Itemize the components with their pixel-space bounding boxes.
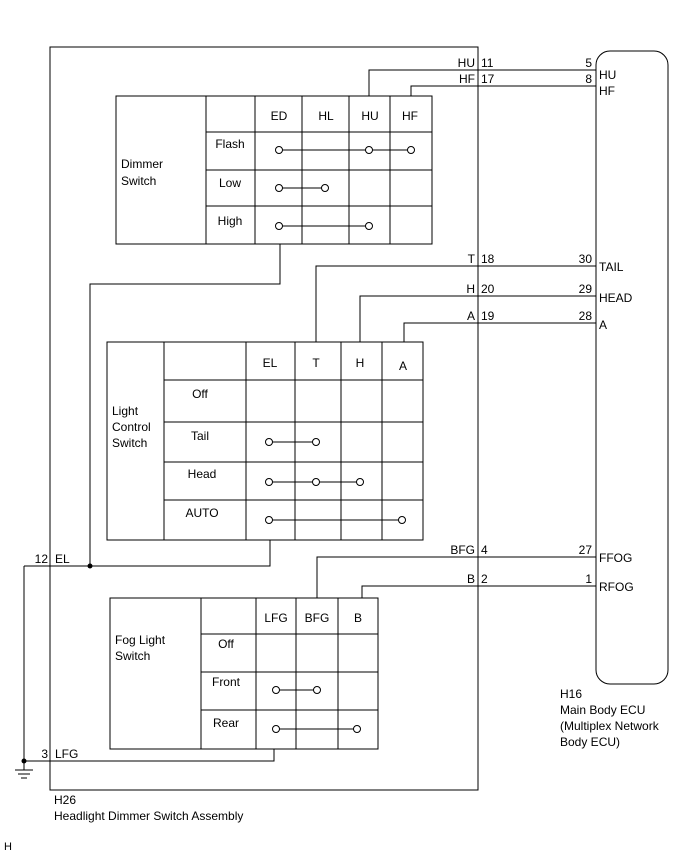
light-col-t: T — [312, 356, 320, 370]
fog-title-2: Switch — [115, 649, 150, 663]
wire-a-pin: 19 — [481, 309, 495, 323]
ecu-pin-head: 29 — [579, 282, 593, 296]
dimmer-title-1: Dimmer — [121, 157, 163, 171]
wire-b-label: B — [467, 572, 475, 586]
ecu-label-tail: TAIL — [599, 260, 624, 274]
light-title-1: Light — [112, 404, 139, 418]
ecu-pin-ffog: 27 — [579, 543, 593, 557]
dimmer-row-low: Low — [219, 176, 241, 190]
fog-col-lfg: LFG — [264, 611, 287, 625]
dimmer-title-2: Switch — [121, 174, 156, 188]
wire-el-pin: 12 — [35, 552, 49, 566]
wire-bfg-label: BFG — [450, 543, 475, 557]
dimmer-col-hf: HF — [402, 109, 418, 123]
wire-hu-label: HU — [458, 56, 475, 70]
wire-lfg-label: LFG — [55, 747, 78, 761]
fog-col-bfg: BFG — [305, 611, 330, 625]
wire-a-label: A — [467, 309, 475, 323]
wire-b-pin: 2 — [481, 572, 488, 586]
dimmer-col-ed: ED — [271, 109, 288, 123]
ecu-box — [595, 50, 669, 685]
light-title-3: Switch — [112, 436, 147, 450]
light-col-h: H — [356, 356, 365, 370]
wire-h-pin: 20 — [481, 282, 495, 296]
assembly-box — [49, 46, 479, 791]
corner-label: H — [4, 841, 12, 853]
light-control-switch-table: Light Control Switch EL T H A Off Tail H… — [106, 341, 424, 541]
wires — [21, 69, 596, 770]
dimmer-col-hu: HU — [361, 109, 378, 123]
wire-hu-pin: 11 — [481, 56, 494, 70]
ecu-label-hu: HU — [599, 68, 616, 82]
wire-h-label: H — [466, 282, 475, 296]
ecu-label-a: A — [599, 318, 607, 332]
wire-bfg-pin: 4 — [481, 543, 488, 557]
ecu-pin-rfog: 1 — [585, 572, 592, 586]
fog-light-switch-table: Fog Light Switch LFG BFG B Off Front Rea… — [109, 597, 379, 750]
wire-hf-pin: 17 — [481, 72, 495, 86]
fog-title-1: Fog Light — [115, 633, 166, 647]
assembly-code: H26 — [54, 793, 76, 807]
ecu-name-1: Main Body ECU — [560, 703, 645, 717]
wire-lfg-pin: 3 — [41, 747, 48, 761]
ecu-pin-tail: 30 — [579, 252, 593, 266]
light-title-2: Control — [112, 420, 151, 434]
fog-row-off: Off — [218, 637, 234, 651]
ecu-code: H16 — [560, 687, 582, 701]
wire-t-pin: 18 — [481, 252, 495, 266]
light-row-off: Off — [192, 387, 208, 401]
ecu-label-hf: HF — [599, 84, 615, 98]
wire-t-label: T — [468, 252, 476, 266]
ecu-label-rfog: RFOG — [599, 580, 634, 594]
light-row-head: Head — [188, 467, 217, 481]
ecu-pin-hf: 8 — [585, 72, 592, 86]
ecu-name-2: (Multiplex Network — [560, 719, 660, 733]
ecu-label-head: HEAD — [599, 291, 633, 305]
fog-row-front: Front — [212, 675, 241, 689]
dimmer-row-flash: Flash — [215, 137, 244, 151]
light-col-a: A — [399, 359, 407, 373]
light-row-auto: AUTO — [185, 506, 218, 520]
fog-col-b: B — [354, 611, 362, 625]
fog-row-rear: Rear — [213, 716, 239, 730]
light-col-el: EL — [263, 356, 278, 370]
light-row-tail: Tail — [191, 429, 209, 443]
ecu-label-ffog: FFOG — [599, 551, 632, 565]
ecu-name-3: Body ECU) — [560, 735, 620, 749]
dimmer-row-high: High — [218, 214, 243, 228]
ecu-pin-hu: 5 — [585, 56, 592, 70]
ecu-pin-a: 28 — [579, 309, 593, 323]
wire-el-label: EL — [55, 552, 70, 566]
ground-icon — [15, 769, 33, 779]
wire-hf-label: HF — [459, 72, 475, 86]
dimmer-switch-table: Dimmer Switch ED HL HU HF Flash Low High — [115, 95, 433, 245]
dimmer-col-hl: HL — [318, 109, 334, 123]
assembly-name: Headlight Dimmer Switch Assembly — [54, 809, 243, 823]
